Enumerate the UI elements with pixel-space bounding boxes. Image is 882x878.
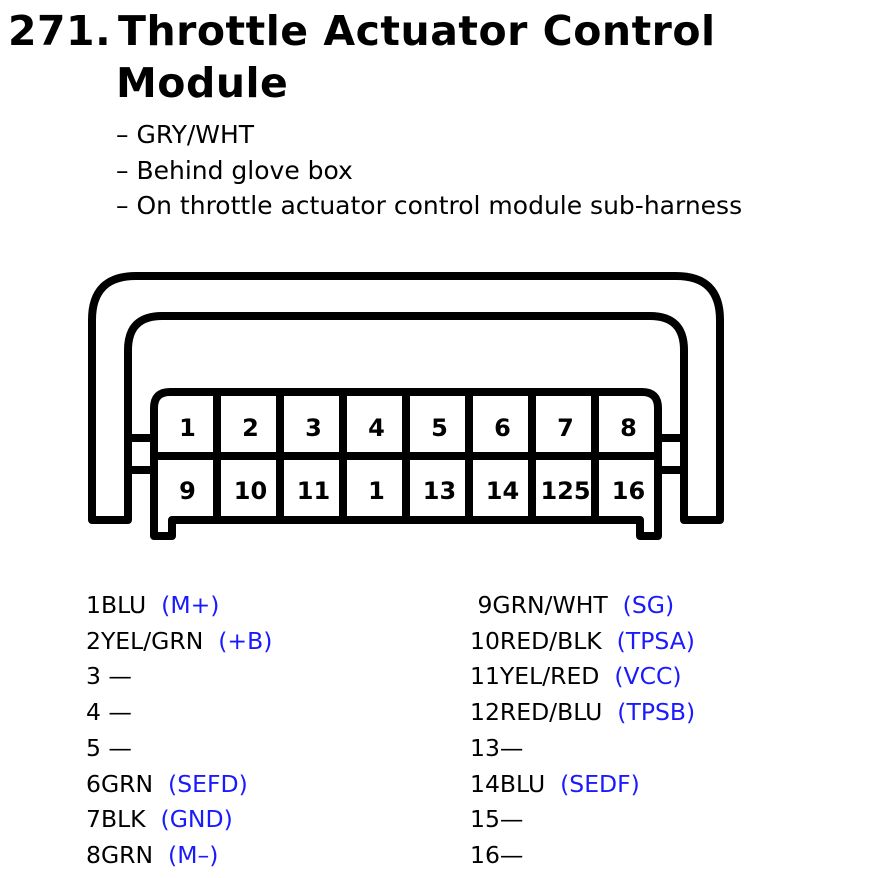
- pinout-row: 14BLU (SEDF): [470, 769, 640, 799]
- connector-shroud: [88, 272, 724, 524]
- pin-signal: (TPSB): [617, 698, 696, 727]
- pin-number: 3: [305, 414, 322, 442]
- pin-signal: (VCC): [614, 662, 682, 691]
- pinout-row: 1BLU (M+): [86, 590, 219, 620]
- pin-wire: 2YEL/GRN: [86, 626, 204, 655]
- pinout-row: 12RED/BLU (TPSB): [470, 697, 695, 727]
- pin-number: 10: [234, 477, 267, 505]
- pinout-row: 13—: [470, 733, 538, 763]
- pin-wire: 10RED/BLK: [470, 626, 602, 655]
- pin-wire: 6GRN: [86, 769, 154, 798]
- pin-wire: 3 —: [86, 662, 132, 691]
- pin-signal: (SG): [622, 591, 675, 619]
- pin-signal: (M+): [161, 591, 220, 619]
- pinout-row: 9GRN/WHT (SG): [470, 590, 674, 620]
- pin-number: 13: [423, 477, 456, 505]
- pinout-row: 4 —: [86, 697, 147, 727]
- pin-number: 8: [620, 414, 637, 442]
- connector-body: [150, 388, 662, 540]
- pinout-row: 7BLK (GND): [86, 804, 233, 834]
- pin-number: 125: [540, 477, 590, 505]
- pin-signal: (+B): [218, 626, 273, 655]
- pin-wire: 11YEL/RED: [470, 662, 600, 691]
- pin-wire: 15—: [470, 805, 524, 834]
- pin-number: 11: [297, 477, 330, 505]
- pin-signal: (M–): [168, 840, 219, 869]
- pin-number: 4: [368, 414, 385, 442]
- pin-wire: 13—: [470, 733, 524, 762]
- pin-wire: 7BLK: [86, 805, 146, 834]
- pin-wire: 14BLU: [470, 769, 546, 798]
- pin-number: 14: [486, 477, 519, 505]
- pin-wire: 16—: [470, 840, 524, 869]
- pinout-row: 3 —: [86, 661, 147, 691]
- pinout-row: 2YEL/GRN (+B): [86, 626, 272, 656]
- pin-wire: 9GRN/WHT: [470, 591, 608, 619]
- pin-number: 1: [368, 477, 385, 505]
- pinout-row: 5 —: [86, 733, 147, 763]
- bullet-wire-color: – GRY/WHT: [116, 120, 255, 149]
- pin-signal: (TPSA): [616, 626, 695, 655]
- pin-signal: (SEDF): [560, 769, 640, 798]
- pinout-row: 8GRN (M–): [86, 840, 218, 870]
- section-number: 271.: [8, 7, 112, 55]
- pin-wire: 5 —: [86, 733, 132, 762]
- pin-wire: 8GRN: [86, 840, 154, 869]
- pin-wire: 4 —: [86, 698, 132, 727]
- pinout-row: 16—: [470, 840, 538, 870]
- pin-number: 7: [557, 414, 574, 442]
- pin-number: 16: [612, 477, 645, 505]
- latch-left: [124, 434, 158, 474]
- latch-right: [654, 434, 688, 474]
- pinout-row: 10RED/BLK (TPSA): [470, 626, 695, 656]
- page-title-line2: Module: [116, 59, 289, 107]
- pin-number: 9: [179, 477, 196, 505]
- pin-wire: 12RED/BLU: [470, 698, 603, 727]
- pin-number: 5: [431, 414, 448, 442]
- bullet-harness: – On throttle actuator control module su…: [116, 191, 743, 220]
- pin-wire: 1BLU: [86, 591, 147, 619]
- pin-number: 6: [494, 414, 511, 442]
- bullet-location: – Behind glove box: [116, 156, 353, 185]
- page-title: Throttle Actuator Control: [118, 7, 716, 55]
- pin-number: 1: [179, 414, 196, 442]
- pin-signal: (GND): [160, 805, 233, 834]
- pin-signal: (SEFD): [168, 769, 248, 798]
- pinout-row: 6GRN (SEFD): [86, 769, 248, 799]
- pinout-row: 15—: [470, 804, 538, 834]
- pin-number: 2: [242, 414, 259, 442]
- pinout-row: 11YEL/RED (VCC): [470, 661, 682, 691]
